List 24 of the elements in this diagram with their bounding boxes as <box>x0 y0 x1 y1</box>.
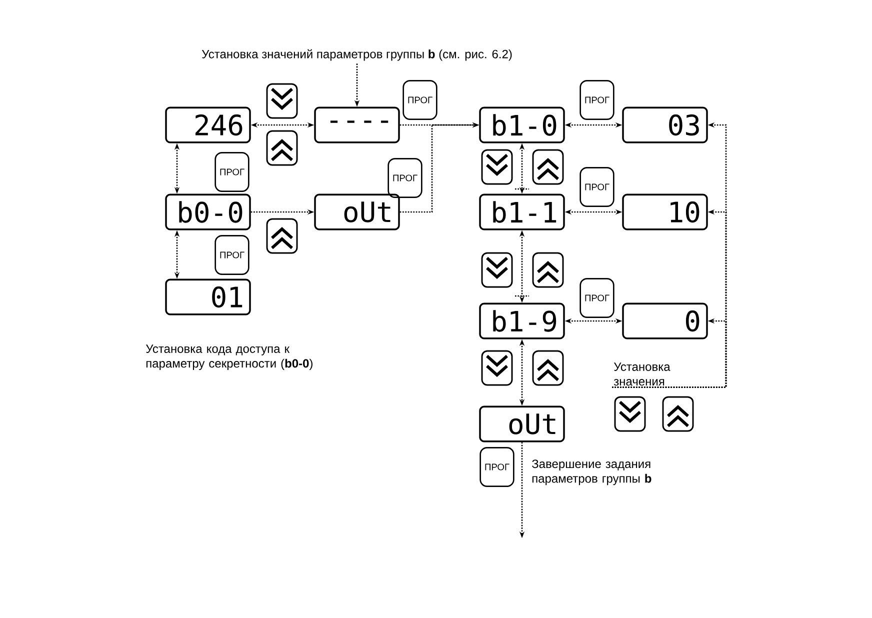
display-box: b1-0 <box>479 106 565 144</box>
prog-button: ПРОГ <box>402 80 438 120</box>
note-text: Установка кода доступа к параметру секретности (b0-0) <box>146 344 312 370</box>
note-text: Завершение задания параметров группы b <box>532 460 652 486</box>
display-box: 03 <box>622 106 708 144</box>
prog-button: ПРОГ <box>580 278 614 318</box>
display-box: 246 <box>165 106 251 144</box>
display-box: oUt <box>479 406 565 442</box>
prog-button: ПРОГ <box>214 152 250 192</box>
display-box: oUt <box>314 194 400 230</box>
display-box: 10 <box>622 194 708 230</box>
display-box: ---- <box>314 106 400 144</box>
prog-button: ПРОГ <box>388 158 422 198</box>
display-box: b1-9 <box>479 302 565 340</box>
instruction-text: Установка значений параметров группы b (см. рис. 6.2) <box>202 49 512 61</box>
prog-button: ПРОГ <box>580 80 614 120</box>
display-box: b0-0 <box>165 194 251 230</box>
display-box: b1-1 <box>479 194 565 230</box>
prog-button: ПРОГ <box>580 167 614 207</box>
display-box: 0 <box>622 302 708 340</box>
display-box: 01 <box>165 278 251 316</box>
prog-button: ПРОГ <box>214 235 250 275</box>
prog-button: ПРОГ <box>480 447 514 487</box>
instruction-text: Установка значения <box>614 362 670 386</box>
